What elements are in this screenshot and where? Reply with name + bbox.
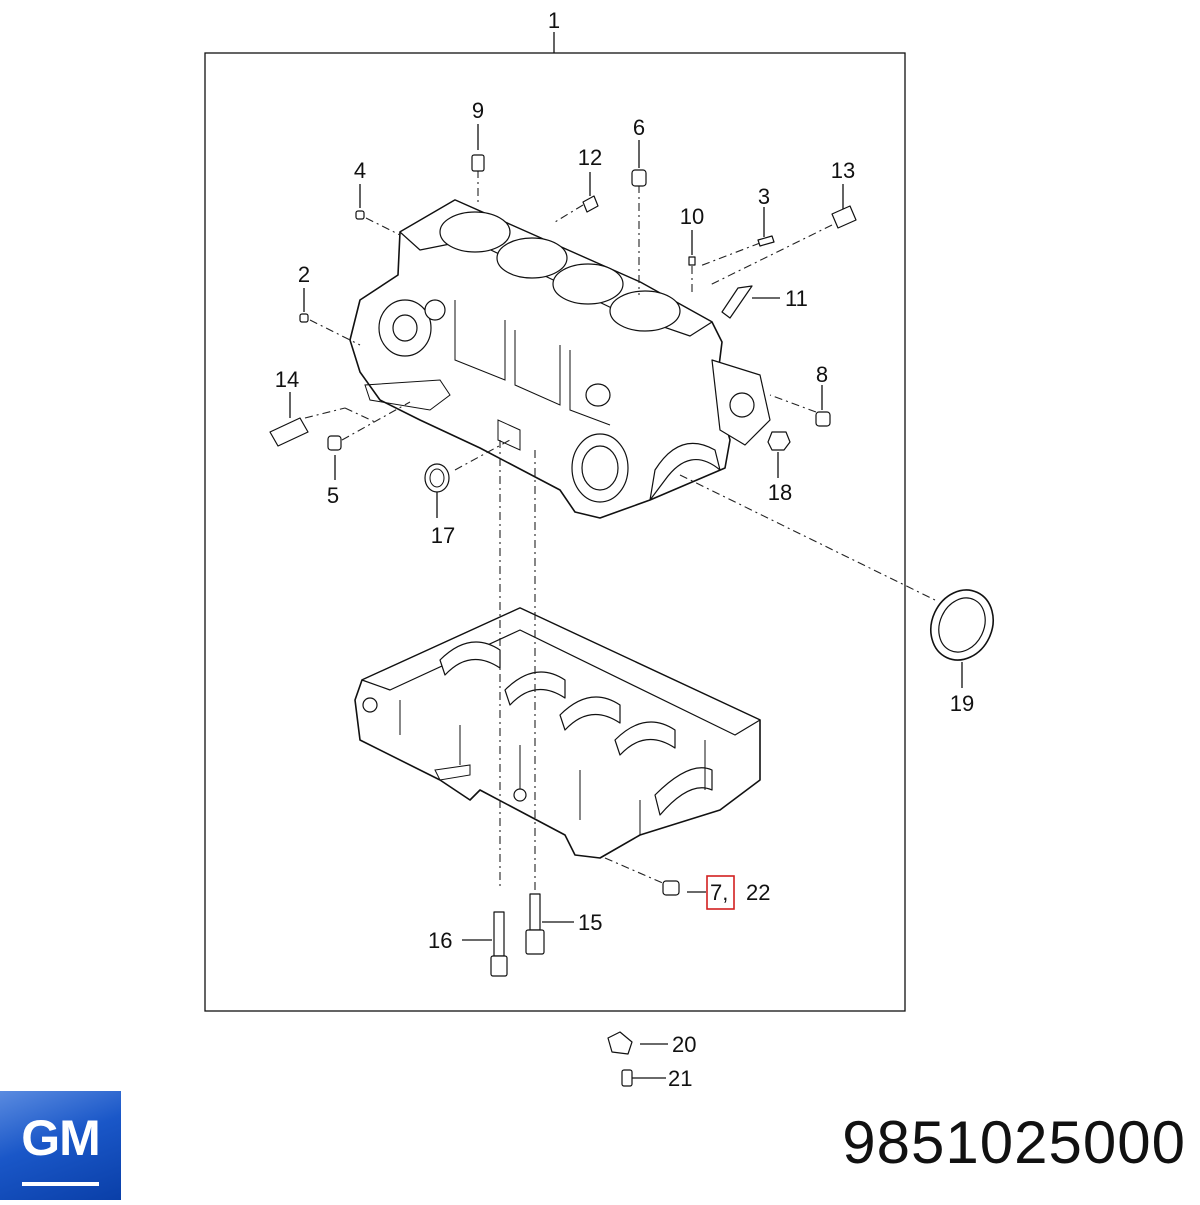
plug-5 <box>327 435 342 451</box>
callout-21: 21 <box>668 1066 692 1091</box>
callout-10: 10 <box>680 204 704 229</box>
dowel-pin-9 <box>471 154 485 172</box>
fitting-12 <box>582 195 599 213</box>
callout-9: 9 <box>472 98 484 123</box>
seal-17 <box>424 463 450 493</box>
pin-3 <box>757 235 775 247</box>
dowel-pin-6 <box>631 169 647 187</box>
sender-14 <box>269 417 309 447</box>
callout-22: 22 <box>746 880 770 905</box>
callout-11: 11 <box>785 286 808 311</box>
callout-18: 18 <box>768 480 792 505</box>
leader-lines <box>289 124 963 1079</box>
callout-4: 4 <box>354 158 366 183</box>
dowel-7 <box>662 880 680 896</box>
cylinder-block <box>349 199 771 519</box>
callout-19: 19 <box>950 691 974 716</box>
callout-7: 7, <box>710 880 728 905</box>
plug-4 <box>355 210 365 220</box>
callout-2: 2 <box>298 262 310 287</box>
callout-labels: 1 9 6 12 4 13 3 10 2 11 14 8 5 18 17 19 … <box>275 8 974 1091</box>
bolt-21 <box>621 1069 633 1087</box>
nut-18 <box>767 431 791 451</box>
callout-16: 16 <box>428 928 452 953</box>
callout-3: 3 <box>758 184 770 209</box>
callout-15: 15 <box>578 910 602 935</box>
tube-11 <box>721 285 753 319</box>
bracket-20 <box>607 1031 633 1055</box>
highlight-box <box>706 875 735 910</box>
gm-logo-underline <box>22 1182 99 1186</box>
dowel-8 <box>815 411 831 427</box>
plug-2 <box>299 313 309 323</box>
callout-12: 12 <box>578 145 602 170</box>
diagram-frame <box>204 52 906 1012</box>
bolt-15 <box>525 893 545 955</box>
callout-17: 17 <box>431 523 455 548</box>
bolt-16 <box>490 911 508 977</box>
callout-8: 8 <box>816 362 828 387</box>
callout-20: 20 <box>672 1032 696 1057</box>
plug-10 <box>688 256 696 266</box>
small-parts <box>269 154 994 1087</box>
callout-14: 14 <box>275 367 299 392</box>
sensor-13 <box>831 205 857 229</box>
gm-logo: GM <box>0 1091 121 1200</box>
callout-1: 1 <box>548 8 560 33</box>
gm-logo-text: GM <box>21 1110 101 1166</box>
bearing-ladder <box>354 607 761 859</box>
callout-6: 6 <box>633 115 645 140</box>
part-number: 9851025000 <box>842 1109 1186 1176</box>
callout-5: 5 <box>327 483 339 508</box>
callout-13: 13 <box>831 158 855 183</box>
